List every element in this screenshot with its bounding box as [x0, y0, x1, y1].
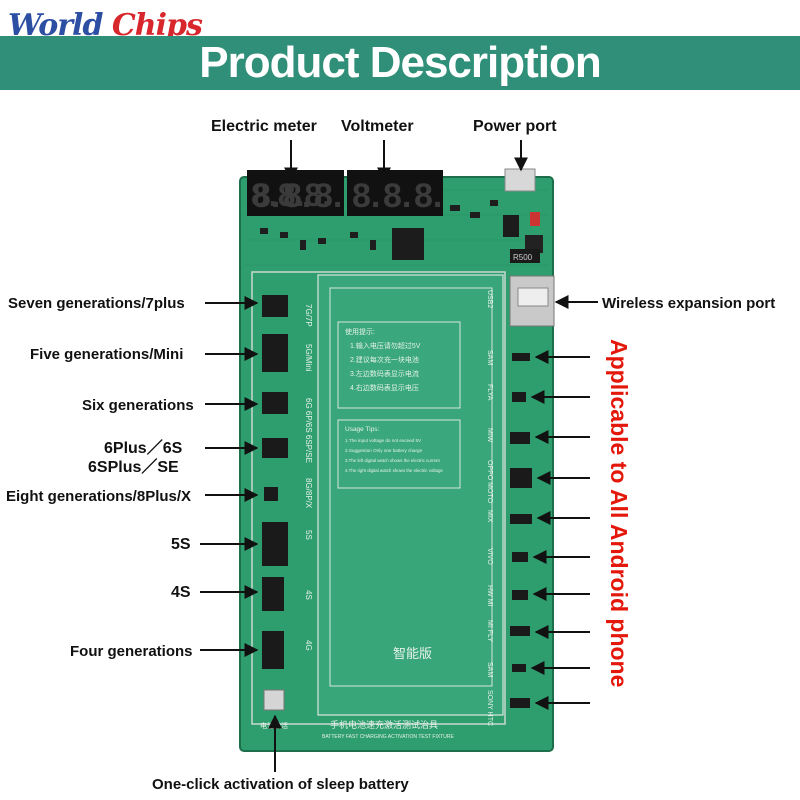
label-4s: 4S	[171, 584, 191, 601]
board-label-mifly: MI FLY	[486, 620, 493, 642]
usage-tip-cn-1: 1.输入电压请勿超过5V	[350, 341, 421, 350]
board-label-sam1: SAM	[486, 350, 493, 365]
svg-text:8.8.8.: 8.8.8.	[251, 177, 331, 213]
board-label-7g: 7G/7P	[304, 304, 313, 327]
activation-button	[263, 689, 285, 711]
board-label-mix: MIX	[486, 510, 493, 523]
board-label-8g: 8G/8P/X	[304, 478, 313, 509]
label-six-generations: Six generations	[82, 397, 194, 414]
board-label-6g: 6G 6P/6S 6SP/SE	[304, 398, 313, 463]
board-label-vivo: VIVO	[486, 548, 493, 565]
label-wireless-port: Wireless expansion port	[602, 295, 776, 312]
board-label-oppo: OPPO MOTO	[486, 460, 493, 504]
board-label-sam2: SAM	[486, 662, 493, 677]
callout-arrows	[200, 140, 598, 772]
android-text: Applicable to All Android phone	[606, 339, 632, 687]
title-banner	[0, 36, 800, 90]
resistor-r500	[510, 249, 540, 263]
usage-tip-2: 2.Suggestion Only one battery charge	[345, 448, 423, 453]
display-digit: 8.	[283, 177, 311, 215]
inductor	[525, 235, 543, 253]
label-6plus-line1: 6Plus／6S	[104, 440, 183, 457]
board-label-miw: MIW	[486, 428, 493, 443]
resistor-label: R500	[513, 253, 533, 262]
usage-tip-cn-2: 2.建议每次充一块电池	[350, 355, 419, 364]
fixture-title-en: BATTERY FAST CHARGING ACTIVATION TEST FI…	[322, 734, 454, 740]
usage-tips-cn-box	[337, 321, 461, 409]
voltmeter-display	[347, 170, 443, 216]
label-eight-generations: Eight generations/8Plus/X	[6, 488, 192, 505]
display-digit: 8.	[314, 177, 342, 215]
usage-tip-1: 1.The input voltage do not exceed 5V	[345, 438, 422, 443]
display-digit: 8.	[252, 177, 280, 215]
usage-tip-3: 3.The left digital watch shows the elect…	[345, 458, 440, 463]
label-one-click-activation: One-click activation of sleep battery	[152, 776, 409, 793]
power-port-connector	[504, 168, 536, 192]
board-label-sony: SONY HTC	[486, 690, 493, 726]
label-voltmeter: Voltmeter	[341, 118, 414, 135]
usage-tip-4: 4.The right digital watch shows the elec…	[345, 468, 443, 473]
display-digit: 8.	[414, 177, 442, 215]
small-components	[260, 200, 540, 250]
display-digit: 8.	[352, 177, 380, 215]
board-label-hwmi: HW MI	[486, 585, 493, 606]
board-label-5g: 5G/Mini	[304, 344, 313, 372]
usage-tips-title: Usage Tips:	[345, 426, 380, 433]
board-label-5s: 5S	[304, 530, 313, 540]
page-title: Product Description	[199, 38, 602, 87]
label-5s: 5S	[171, 536, 191, 553]
left-connectors	[262, 295, 288, 669]
board-label-4g: 4G	[304, 640, 313, 651]
board-label-4s: 4S	[304, 590, 313, 600]
fixture-title-cn: 手机电池速充激活测试治具	[330, 719, 438, 730]
usage-tips-box	[337, 419, 461, 489]
board-label-usb2: USB2	[486, 290, 493, 308]
label-four-generations: Four generations	[70, 643, 193, 660]
label-power-port: Power port	[473, 118, 557, 135]
right-connectors	[510, 353, 532, 708]
usage-tip-cn-3: 3.左边数码表显示电流	[350, 369, 419, 378]
label-seven-generations: Seven generations/7plus	[8, 295, 185, 312]
board-label-flya: FLYA	[486, 384, 493, 401]
regulator-chip	[503, 215, 519, 237]
usage-tip-cn-4: 4.右边数码表显示电压	[350, 383, 419, 392]
battery-inner-frame	[329, 287, 493, 687]
usage-tips-cn-title: 使用提示:	[345, 327, 375, 336]
smart-version-label: 智能版	[393, 646, 432, 661]
android-applicability-note: Applicable to All Android phone	[606, 339, 632, 687]
label-6plus-line2: 6SPlus／SE	[88, 459, 179, 476]
microcontroller-chip	[392, 228, 424, 260]
label-five-generations: Five generations/Mini	[30, 346, 184, 363]
label-electric-meter: Electric meter	[211, 118, 317, 135]
seven-segment-digits: 8.8.8.8.8.8.	[252, 177, 442, 215]
display-digit: 8.	[383, 177, 411, 215]
